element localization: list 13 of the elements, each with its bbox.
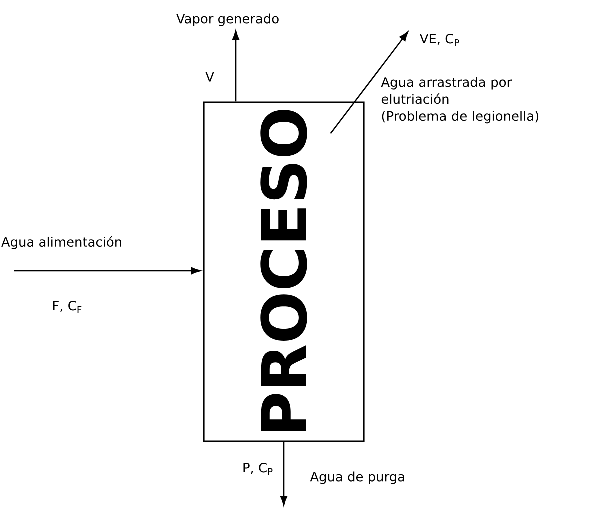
- stream-label: F, C$_{F}$: [53, 300, 82, 314]
- process-box: PROCESO: [203, 102, 365, 442]
- edge-label: V: [204, 71, 216, 83]
- stream-label: Vapor generado: [176, 14, 279, 26]
- edge-label: Agua alimentación: [0, 235, 124, 251]
- arrow: [232, 30, 240, 102]
- edge-label: P, C$_{P}$: [241, 462, 275, 476]
- stream-label: VE, C$_{P}$: [420, 34, 460, 46]
- arrow: [280, 442, 288, 506]
- arrow: [14, 267, 201, 275]
- stream-label: Agua de purga: [310, 472, 404, 484]
- arrow: [330, 32, 408, 134]
- note-text: Agua arrastrada por elutriación (Problema de legionella): [381, 77, 539, 124]
